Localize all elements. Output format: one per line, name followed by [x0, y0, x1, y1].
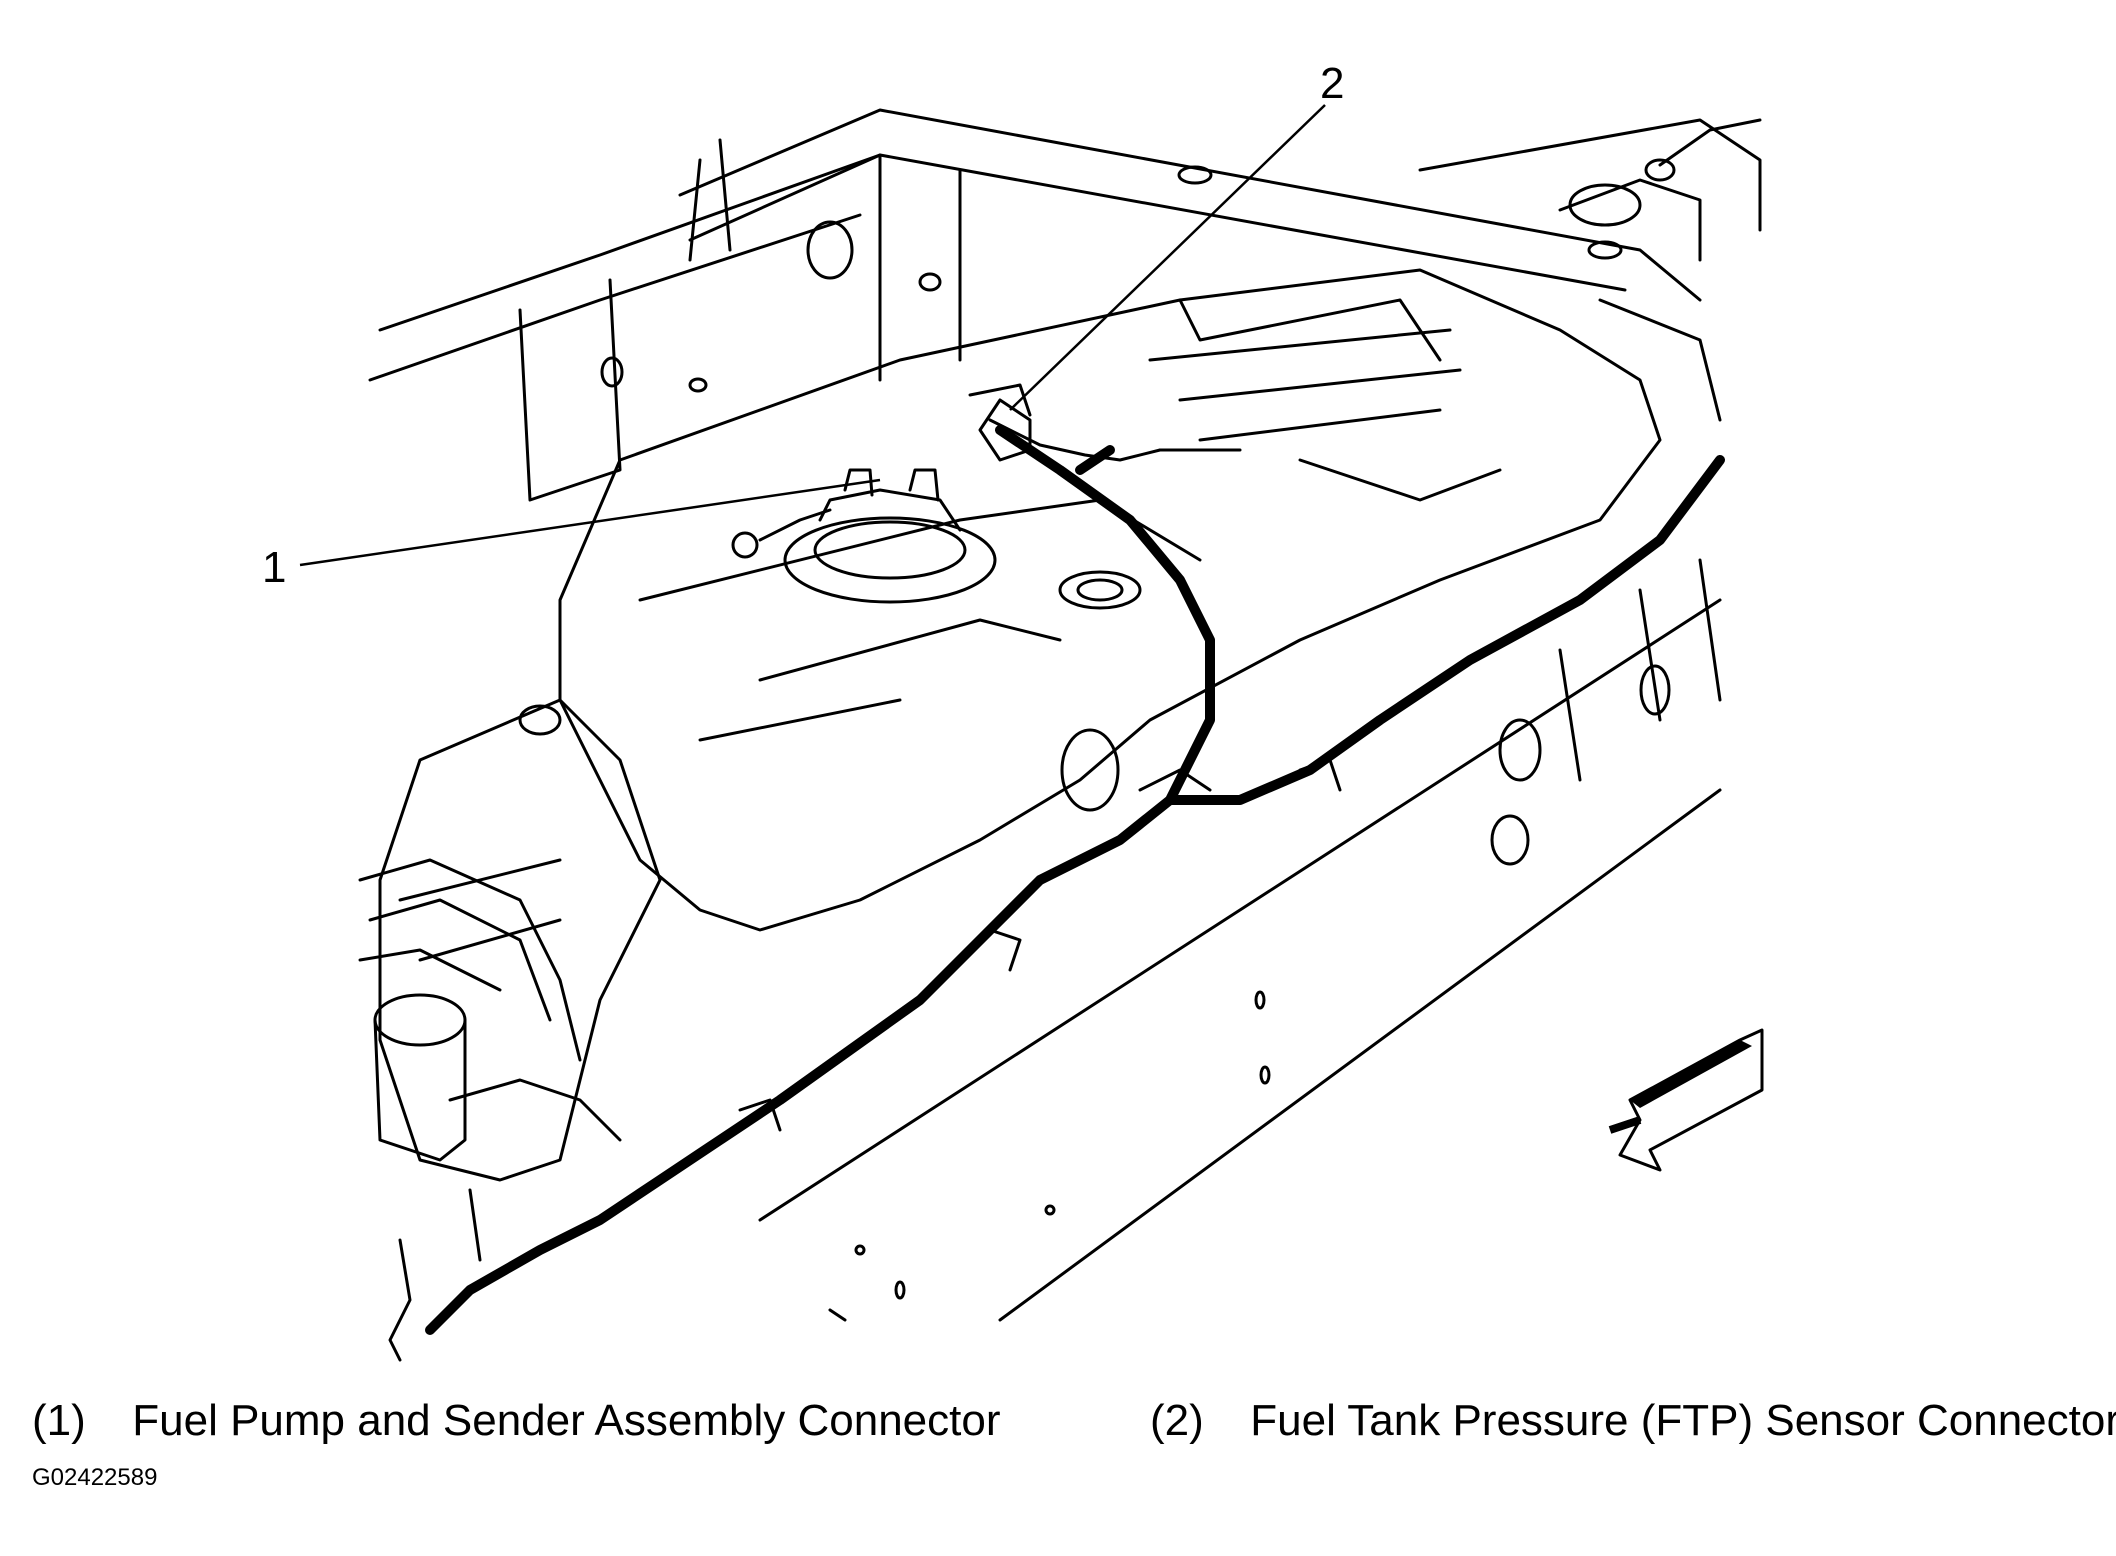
legend-item-1: (1) Fuel Pump and Sender Assembly Connec…	[32, 1396, 1001, 1446]
figure-id: G02422589	[32, 1464, 158, 1491]
legend-text-2: Fuel Tank Pressure (FTP) Sensor Connecto…	[1250, 1396, 2116, 1445]
callout-leaders	[299, 104, 1326, 567]
legend-text-1: Fuel Pump and Sender Assembly Connector	[132, 1396, 1001, 1445]
frame-crossmember	[368, 108, 1702, 502]
callout-1: 1	[262, 543, 286, 592]
wiring-harness	[425, 383, 1725, 1335]
fuel-tank	[378, 268, 1662, 1182]
direction-arrow-icon	[1608, 1028, 1764, 1172]
legend-code-1: (1)	[32, 1396, 86, 1445]
legend-item-2: (2) Fuel Tank Pressure (FTP) Sensor Conn…	[1150, 1396, 2116, 1446]
callout-2: 2	[1320, 59, 1344, 108]
frame-side-rail	[758, 558, 1722, 1322]
evap-canister-lines	[358, 858, 622, 1362]
fuel-pump-module	[518, 468, 1142, 812]
frame-rear-corner	[1418, 118, 1762, 422]
legend-code-2: (2)	[1150, 1396, 1204, 1445]
